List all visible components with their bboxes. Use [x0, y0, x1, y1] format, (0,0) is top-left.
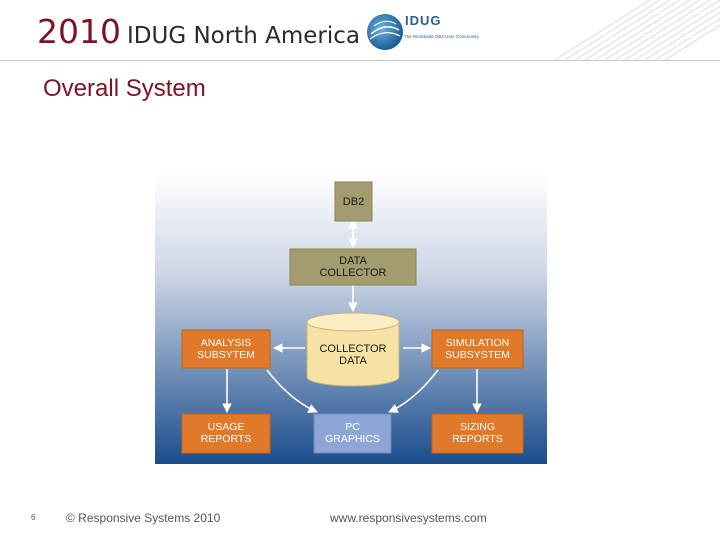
db2-label: DB2	[343, 196, 364, 208]
analysis-line2: SUBSYTEM	[197, 349, 255, 361]
collector-data-line2: DATA	[339, 355, 367, 367]
usage-line1: USAGE	[208, 421, 245, 433]
footer-copyright: © Responsive Systems 2010	[66, 511, 221, 525]
sizing-line2: REPORTS	[452, 433, 503, 445]
arrow-analysis-pc	[266, 369, 318, 413]
decorative-stripes	[555, 0, 720, 60]
footer-url: www.responsivesystems.com	[330, 511, 487, 525]
collector-data-line1: COLLECTOR	[319, 343, 386, 355]
db2-box	[334, 181, 373, 222]
idug-globe-icon	[367, 14, 403, 50]
analysis-box	[181, 329, 271, 369]
usage-line2: REPORTS	[201, 433, 252, 445]
arrow-simulation-pc	[388, 369, 439, 413]
pc-graphics-line2: GRAPHICS	[325, 433, 380, 445]
slide-title: Overall System	[43, 75, 206, 102]
data-collector-line1: DATA	[339, 255, 367, 267]
conference-year: 2010	[37, 12, 121, 51]
analysis-line1: ANALYSIS	[201, 337, 252, 349]
logo-text: IDUG	[405, 13, 442, 28]
header-divider	[0, 60, 720, 61]
simulation-line2: SUBSYSTEM	[445, 349, 510, 361]
system-diagram: DB2 DATA COLLECTOR COLLECTOR DATA ANALYS…	[155, 172, 547, 464]
data-collector-line2: COLLECTOR	[319, 267, 386, 279]
pc-graphics-line1: PC	[345, 421, 360, 433]
diagram-arrows	[222, 219, 482, 413]
logo-tagline: The Worldwide DB2 User Community	[404, 34, 479, 39]
page-number: 6	[31, 513, 36, 522]
conference-name: IDUG North America	[126, 23, 360, 49]
collector-data-cylinder	[306, 312, 400, 387]
sizing-box	[431, 413, 524, 454]
simulation-box	[431, 329, 524, 369]
sizing-line1: SIZING	[460, 421, 495, 433]
usage-box	[181, 413, 271, 454]
pc-graphics-box	[313, 413, 392, 454]
data-collector-box	[289, 248, 417, 286]
simulation-line1: SIMULATION	[446, 337, 509, 349]
